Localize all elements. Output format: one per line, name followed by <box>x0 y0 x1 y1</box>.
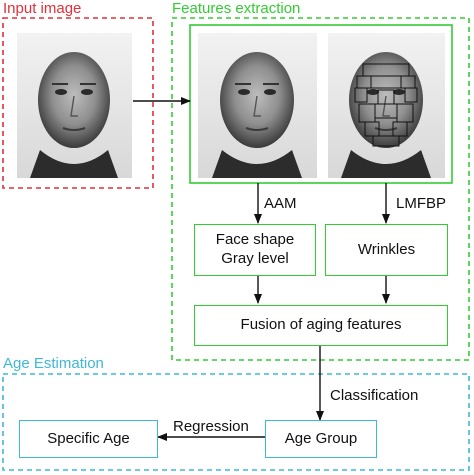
estimation-section-frame <box>2 373 470 471</box>
fusion-label: Fusion of aging features <box>240 316 402 334</box>
gray-level-label: Gray level <box>221 250 289 267</box>
input-face-photo <box>17 33 132 178</box>
fusion-node: Fusion of aging features <box>194 305 448 346</box>
wrinkle-regions-face-photo <box>328 33 445 178</box>
face-shape-label: Face shape <box>215 231 295 249</box>
face-shape-gray-level-node: Face shape Gray level <box>194 224 316 276</box>
wrinkles-label: Wrinkles <box>357 240 416 258</box>
aam-face-photo <box>198 33 317 178</box>
aam-edge-label: AAM <box>264 195 297 212</box>
classification-edge-label: Classification <box>330 387 419 404</box>
features-section-title: Features extraction <box>172 0 301 17</box>
input-section-title: Input image <box>3 0 82 17</box>
wrinkle-region-boxes <box>354 63 418 147</box>
specific-age-node: Specific Age <box>19 420 158 458</box>
age-group-label: Age Group <box>284 429 358 447</box>
regression-edge-label: Regression <box>173 418 249 435</box>
specific-age-label: Specific Age <box>47 429 130 447</box>
input-section-frame <box>2 17 154 189</box>
estimation-section-title: Age Estimation <box>3 355 104 372</box>
wrinkles-node: Wrinkles <box>325 224 448 276</box>
age-group-node: Age Group <box>265 420 377 458</box>
lmfbp-edge-label: LMFBP <box>396 195 447 212</box>
